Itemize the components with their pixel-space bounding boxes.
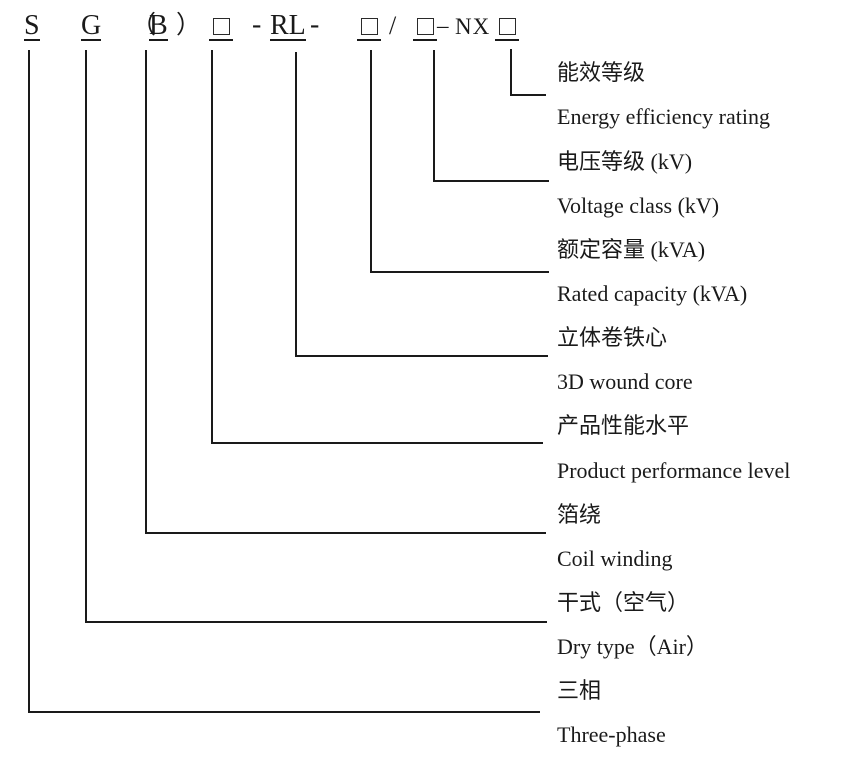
connector-energy-efficiency-rating	[510, 49, 546, 96]
label-energy-efficiency-zh: 能效等级	[557, 60, 646, 85]
placeholder-box-icon	[498, 18, 516, 35]
label-product-performance-zh: 产品性能水平	[557, 413, 690, 438]
label-energy-efficiency-en: Energy efficiency rating	[557, 104, 770, 129]
code-letters-nx: NX	[455, 14, 491, 39]
code-placeholder-box-capacity	[357, 18, 381, 41]
placeholder-box-icon	[416, 18, 434, 35]
code-letter-b: B	[149, 10, 168, 41]
label-dry-type-en: Dry type（Air）	[557, 634, 708, 659]
connector-rated-capacity	[370, 50, 549, 273]
code-placeholder-box-efficiency	[495, 18, 519, 41]
label-voltage-class-zh: 电压等级 (kV)	[557, 149, 693, 174]
code-placeholder-box-performance	[209, 18, 233, 41]
label-3d-wound-core-en: 3D wound core	[557, 369, 693, 394]
code-close-paren: ）	[176, 12, 202, 39]
label-three-phase-zh: 三相	[557, 678, 602, 703]
placeholder-box-icon	[212, 18, 230, 35]
label-dry-type-zh: 干式（空气）	[557, 590, 690, 615]
connector-three-phase	[28, 50, 540, 713]
label-three-phase-en: Three-phase	[557, 722, 666, 747]
code-open-paren: （	[131, 12, 157, 39]
label-3d-wound-core-zh: 立体卷铁心	[557, 325, 668, 350]
connector-3d-wound-core	[295, 52, 548, 357]
label-product-performance-en: Product performance level	[557, 458, 791, 483]
label-voltage-class-en: Voltage class (kV)	[557, 193, 720, 218]
code-letter-s: S	[24, 10, 40, 41]
code-letter-g: G	[81, 10, 102, 41]
code-letters-rl: RL	[270, 10, 306, 41]
code-placeholder-box-voltage	[413, 18, 437, 41]
label-rated-capacity-zh: 额定容量 (kVA)	[557, 237, 706, 262]
code-endash: –	[437, 13, 449, 38]
connector-product-performance-level	[211, 50, 543, 444]
connector-dry-type	[85, 50, 547, 623]
placeholder-box-icon	[360, 18, 378, 35]
label-coil-winding-en: Coil winding	[557, 546, 673, 571]
label-rated-capacity-en: Rated capacity (kVA)	[557, 281, 748, 306]
code-hyphen-2: -	[310, 9, 320, 40]
code-slash: /	[389, 11, 397, 40]
connector-voltage-class	[433, 50, 549, 182]
connector-coil-winding	[145, 50, 546, 534]
code-hyphen-1: -	[252, 9, 262, 40]
label-coil-winding-zh: 箔绕	[557, 502, 602, 527]
